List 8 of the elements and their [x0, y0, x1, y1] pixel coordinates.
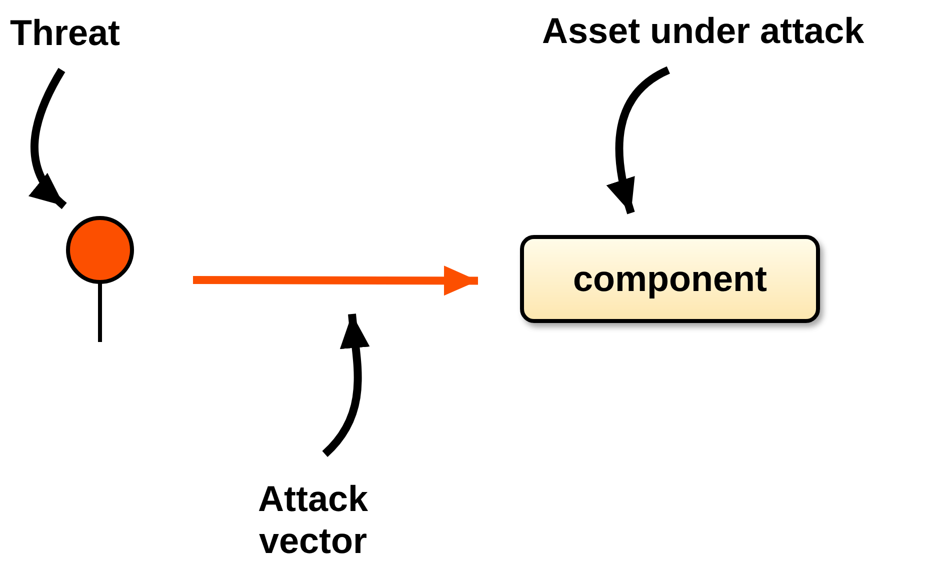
leader-arrow	[29, 68, 67, 209]
leader-arrow	[322, 314, 370, 457]
threat-label: Threat	[10, 12, 150, 56]
attack-arrow	[192, 266, 478, 296]
asset-label: Asset under attack	[542, 10, 937, 54]
component-box: component	[520, 235, 820, 323]
attack-vector-label: Attack vector	[228, 478, 398, 566]
leader-arrow	[607, 66, 670, 214]
